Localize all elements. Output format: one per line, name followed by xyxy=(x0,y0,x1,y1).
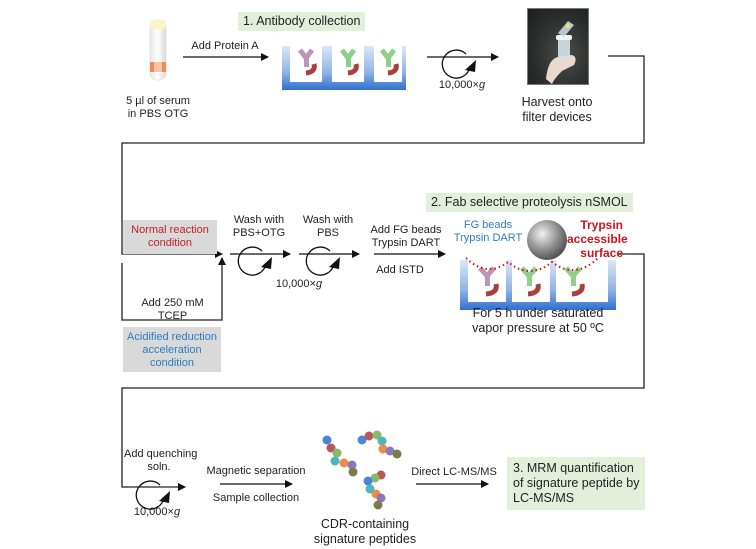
acidified-reduction-condition-box: Acidified reduction acceleration conditi… xyxy=(123,327,221,372)
antibody-purple-2 xyxy=(478,266,499,297)
acid-condition-line3: condition xyxy=(149,357,195,369)
centrifuge-speed-label-1: 10,000×g xyxy=(437,79,487,92)
peptides-line2: signature peptides xyxy=(313,532,417,546)
add-protein-a-label: Add Protein A xyxy=(191,40,259,52)
step3-label: 3. MRM quantification of signature pepti… xyxy=(507,457,646,510)
centrifuge-speed-unit: g xyxy=(173,506,181,518)
connector-row1-row2 xyxy=(121,55,645,258)
incubate-line2: vapor pressure at 50 ºC xyxy=(472,321,604,335)
add-quenching-label: Add quenching soln. xyxy=(124,448,198,474)
incubate-line1: For 5 h under saturated xyxy=(472,306,604,320)
step3-line3: LC-MS/MS xyxy=(513,491,575,505)
trypsin-line2: accessible xyxy=(567,232,628,246)
magnetic-separation-label: Magnetic separation xyxy=(206,465,306,477)
cdr-peptides-label: CDR-containing signature peptides xyxy=(310,517,420,547)
wash-pbs-otg-label: Wash with PBS+OTG xyxy=(228,214,290,240)
connector-acidified-branch xyxy=(121,257,226,321)
fg-beads-trypsin-dart-label: FG beads Trypsin DART xyxy=(452,219,524,245)
peptide-chain-3 xyxy=(363,470,386,510)
antibody-purple-1 xyxy=(298,48,317,76)
add-tcep-label: Add 250 mM TCEP xyxy=(125,297,220,323)
wash2-line2: PBS xyxy=(316,227,339,239)
trypsin-accessible-surface-label: Trypsin accessible surface xyxy=(567,218,628,260)
acid-condition-line2: acceleration xyxy=(142,344,202,356)
wash-pbs-label: Wash with PBS xyxy=(297,214,359,240)
step2-label: 2. Fab selective proteolysis nSMOL xyxy=(426,193,633,212)
peptides-line1: CDR-containing xyxy=(320,517,410,531)
centrifuge-speed-unit: g xyxy=(315,278,323,290)
centrifuge-speed-label-3: 10,000×g xyxy=(131,506,183,519)
antibody-green-3 xyxy=(520,266,541,297)
quench-line2: soln. xyxy=(147,461,171,473)
normal-reaction-condition-box: Normal reaction condition xyxy=(123,220,217,254)
centrifuge-speed-unit: g xyxy=(478,79,486,91)
antibody-green-2 xyxy=(380,48,399,76)
serum-label-line2: in PBS OTG xyxy=(127,108,189,120)
tcep-line1: Add 250 mM xyxy=(141,297,204,309)
centrifuge-speed-label-2: 10,000×g xyxy=(274,278,324,291)
trypsin-line1: Trypsin xyxy=(580,218,623,232)
peptide-chain-1 xyxy=(322,435,358,477)
serum-tube-icon xyxy=(149,19,167,81)
step1-label: 1. Antibody collection xyxy=(238,12,366,31)
normal-condition-line1: Normal reaction xyxy=(131,224,209,236)
add-fg-beads-label: Add FG beads Trypsin DART xyxy=(370,224,442,250)
acid-condition-line1: Acidified reduction xyxy=(127,331,217,343)
incubation-condition-label: For 5 h under saturated vapor pressure a… xyxy=(458,306,618,336)
normal-condition-line2: condition xyxy=(147,237,193,249)
centrifuge-speed-value: 10,000× xyxy=(275,278,316,290)
direct-lcms-label: Direct LC-MS/MS xyxy=(411,466,497,478)
antibody-green-1 xyxy=(340,48,359,76)
rotation-icon-2 xyxy=(237,246,272,276)
rotation-icon-3 xyxy=(305,246,340,276)
filter-device-photo xyxy=(527,8,589,85)
serum-label: 5 µl of serum in PBS OTG xyxy=(125,95,191,121)
harvest-label-line2: filter devices xyxy=(522,110,592,124)
wash1-line2: PBS+OTG xyxy=(232,227,286,239)
fg-label-line1: FG beads xyxy=(463,219,513,231)
peptide-chain-2 xyxy=(357,430,402,459)
add-fg-line1: Add FG beads xyxy=(370,224,442,236)
serum-label-line1: 5 µl of serum xyxy=(126,95,190,107)
wash2-line1: Wash with xyxy=(302,214,354,226)
fg-bead-icon xyxy=(527,220,567,260)
connector-row2-row3 xyxy=(121,253,645,491)
quench-line1: Add quenching xyxy=(124,448,198,460)
step3-line1: 3. MRM quantification xyxy=(513,461,634,475)
rotation-icon-4 xyxy=(135,480,170,510)
harvest-label: Harvest onto filter devices xyxy=(515,95,599,125)
fg-label-line2: Trypsin DART xyxy=(453,232,523,244)
add-fg-line2: Trypsin DART xyxy=(371,237,441,249)
wash1-line1: Wash with xyxy=(233,214,285,226)
rotation-icon-1 xyxy=(441,49,476,79)
sample-collection-label: Sample collection xyxy=(212,492,300,504)
harvest-label-line1: Harvest onto xyxy=(521,95,593,109)
centrifuge-speed-value: 10,000× xyxy=(438,79,479,91)
centrifuge-speed-value: 10,000× xyxy=(133,506,174,518)
tcep-line2: TCEP xyxy=(157,310,188,322)
add-istd-label: Add ISTD xyxy=(376,264,424,276)
step3-line2: of signature peptide by xyxy=(513,476,640,490)
hand-holding-filter-icon xyxy=(546,21,576,84)
trypsin-line3: surface xyxy=(580,246,623,260)
